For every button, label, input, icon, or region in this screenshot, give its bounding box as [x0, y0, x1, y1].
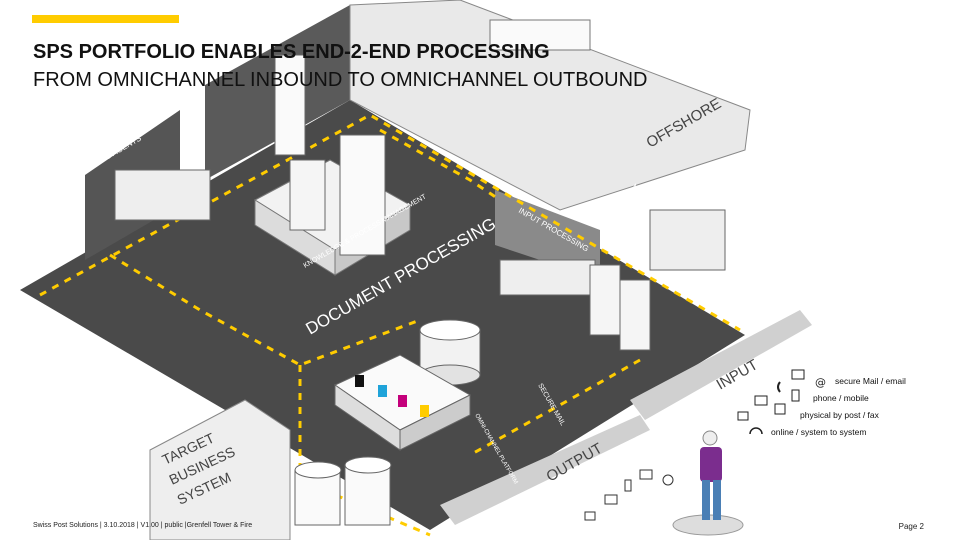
input-desk: [499, 259, 596, 296]
footer-text: Swiss Post Solutions | 3.10.2018 | V1.00…: [33, 522, 253, 529]
offshore-room: [349, 0, 751, 211]
output-strip: [440, 415, 650, 525]
customer-person: [672, 430, 744, 536]
offshore-cabinet: [274, 54, 306, 156]
label-mailroom: MAILROOM: [631, 182, 674, 212]
printer-machine: [333, 354, 472, 451]
offshore-desk: [489, 19, 591, 51]
channel-online: online / system to system: [771, 427, 867, 437]
server-cabinet: [289, 159, 326, 231]
cabinet-2: [619, 279, 651, 351]
channel-post-fax: physical by post / fax: [800, 410, 879, 420]
page-title: SPS PORTFOLIO ENABLES END-2-END PROCESSI…: [33, 38, 647, 94]
channel-phone: phone / mobile: [813, 393, 869, 403]
input-processing-wall: [495, 190, 600, 280]
title-line-2: FROM OMNICHANNEL INBOUND TO OMNICHANNEL …: [33, 69, 648, 91]
database-icon: [419, 319, 481, 386]
cabinet-1: [589, 264, 621, 336]
accent-bar: [32, 15, 179, 23]
mailroom-shelf: [649, 209, 726, 271]
agent-desk: [114, 169, 211, 221]
output-channel-icons: [584, 469, 674, 521]
title-line-1: SPS PORTFOLIO ENABLES END-2-END PROCESSI…: [33, 41, 550, 63]
icon-panel: [339, 134, 386, 256]
target-databases: [294, 456, 392, 526]
page-number: Page 2: [898, 522, 924, 531]
channel-secure-mail: secure Mail / email: [835, 376, 906, 386]
input-strip: [630, 310, 812, 420]
target-system-panel: [149, 399, 291, 540]
